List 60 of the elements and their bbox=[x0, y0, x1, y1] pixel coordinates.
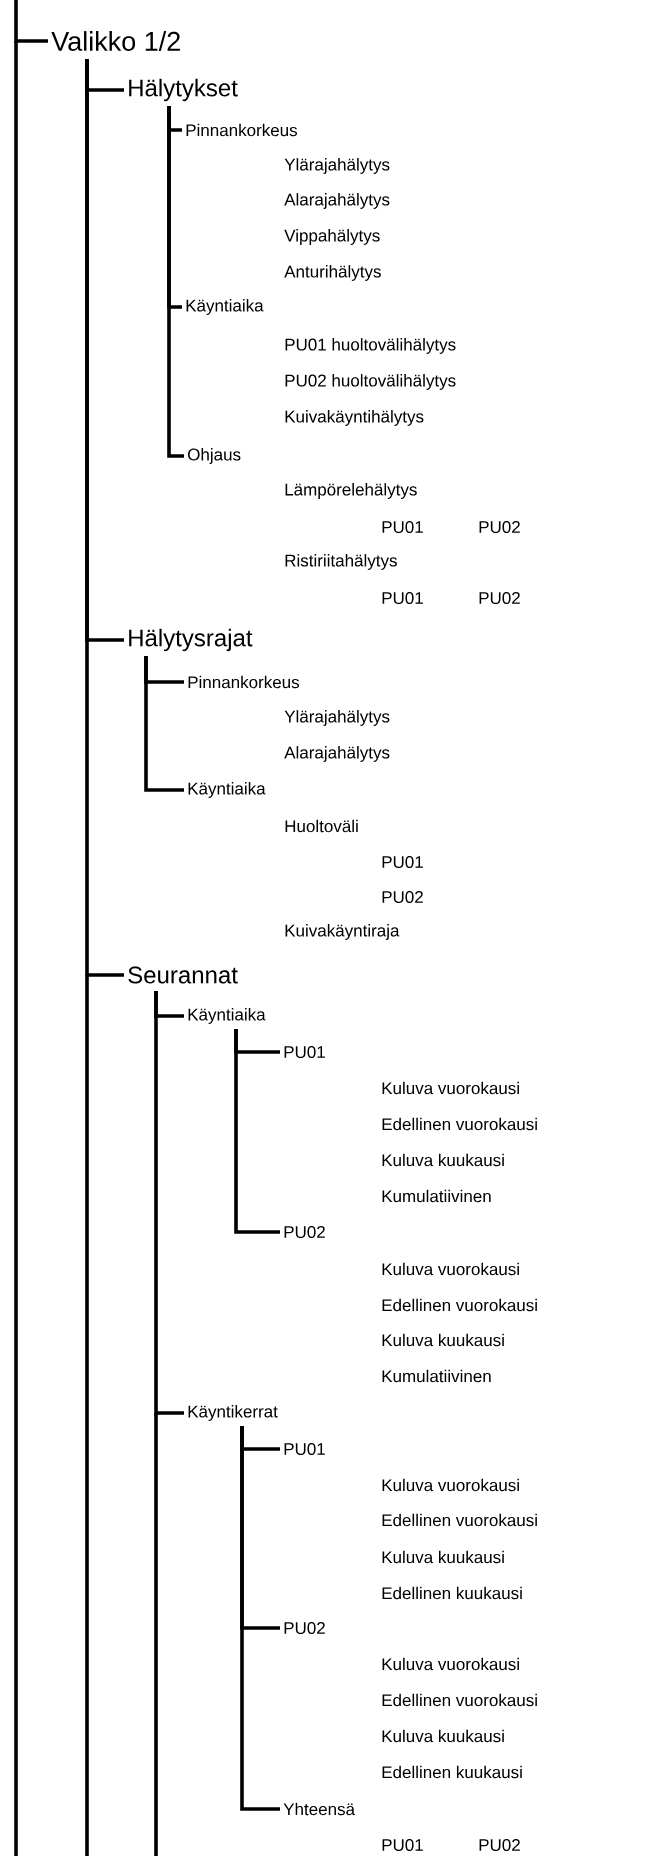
menu-label: Huoltoväli bbox=[285, 819, 358, 833]
menu-label: Anturihälytys bbox=[284, 265, 381, 281]
menu-label: Kuluva vuorokausi bbox=[382, 1478, 519, 1492]
menu-label: Edellinen vuorokausi bbox=[382, 1117, 537, 1131]
menu-item: Pinnankorkeus bbox=[186, 123, 297, 137]
menu-label: Edellinen vuorokausi bbox=[382, 1693, 537, 1707]
menu-label: Lämpörelehälytys bbox=[285, 483, 417, 499]
menu-item: Käyntikerrat bbox=[188, 1405, 278, 1421]
tree-connector bbox=[240, 1426, 280, 1811]
menu-label: PU01 bbox=[382, 856, 423, 869]
menu-label: Kuluva vuorokausi bbox=[382, 1081, 519, 1095]
tree-connector bbox=[144, 656, 184, 792]
menu-item: Ohjaus bbox=[188, 448, 241, 464]
menu-label: PU01 bbox=[382, 521, 423, 534]
menu-item: Pinnankorkeus bbox=[188, 675, 299, 689]
menu-item: Hälytykset bbox=[129, 78, 238, 102]
menu-item: Seurannat bbox=[128, 966, 238, 984]
menu-label: Edellinen vuorokausi bbox=[382, 1513, 537, 1527]
menu-label: PU01 bbox=[382, 592, 423, 605]
menu-item: PU02 bbox=[284, 1226, 325, 1239]
menu-label: Kuivakäyntiraja bbox=[285, 924, 400, 940]
menu-label: Edellinen kuukausi bbox=[382, 1586, 522, 1600]
menu-label: Kuluva kuukausi bbox=[382, 1153, 504, 1167]
menu-item: Käyntiaika bbox=[188, 1008, 266, 1024]
menu-item: Käyntiaika bbox=[186, 299, 264, 315]
menu-label: PU01 huoltovälihälytys bbox=[285, 338, 456, 354]
menu-label: PU02 bbox=[479, 1839, 520, 1852]
menu-item: Valikko 1/2 bbox=[51, 31, 180, 51]
menu-label: Kumulatiivinen bbox=[382, 1369, 491, 1383]
menu-item: Hälytysrajat bbox=[129, 628, 253, 652]
tree-connector bbox=[154, 991, 184, 1415]
menu-label: Ristiriitahälytys bbox=[285, 554, 397, 570]
menu-label: Kuluva vuorokausi bbox=[382, 1657, 519, 1671]
tree-connector bbox=[14, 0, 48, 43]
tree-connector bbox=[167, 106, 184, 458]
menu-label: PU02 bbox=[479, 521, 520, 534]
menu-item: Yhteensä bbox=[283, 1802, 356, 1816]
menu-item: Käyntiaika bbox=[188, 782, 266, 798]
menu-label: Alarajahälytys bbox=[284, 193, 390, 209]
menu-label: Kuluva vuorokausi bbox=[382, 1262, 519, 1276]
menu-label: Edellinen vuorokausi bbox=[382, 1298, 537, 1312]
menu-label: PU02 huoltovälihälytys bbox=[285, 374, 456, 390]
menu-label: Kuivakäyntihälytys bbox=[285, 410, 424, 426]
menu-item: PU01 bbox=[284, 1443, 325, 1456]
menu-label: Ylärajahälytys bbox=[284, 158, 390, 174]
tree-connector bbox=[234, 1029, 280, 1234]
menu-label: PU02 bbox=[382, 891, 423, 904]
menu-label: Kuluva kuukausi bbox=[382, 1729, 504, 1743]
menu-item: PU01 bbox=[284, 1046, 325, 1059]
menu-label: Kuluva kuukausi bbox=[382, 1333, 504, 1347]
menu-label: Edellinen kuukausi bbox=[382, 1765, 522, 1779]
menu-label: Vippahälytys bbox=[284, 229, 380, 245]
tree-connector bbox=[85, 59, 124, 977]
menu-label: Alarajahälytys bbox=[284, 746, 390, 762]
menu-label: Kuluva kuukausi bbox=[382, 1550, 504, 1564]
menu-label: PU02 bbox=[479, 592, 520, 605]
menu-item: PU02 bbox=[284, 1622, 325, 1635]
menu-label: Kumulatiivinen bbox=[382, 1189, 491, 1203]
menu-label: Ylärajahälytys bbox=[284, 710, 390, 726]
menu-label: PU01 bbox=[382, 1839, 423, 1852]
